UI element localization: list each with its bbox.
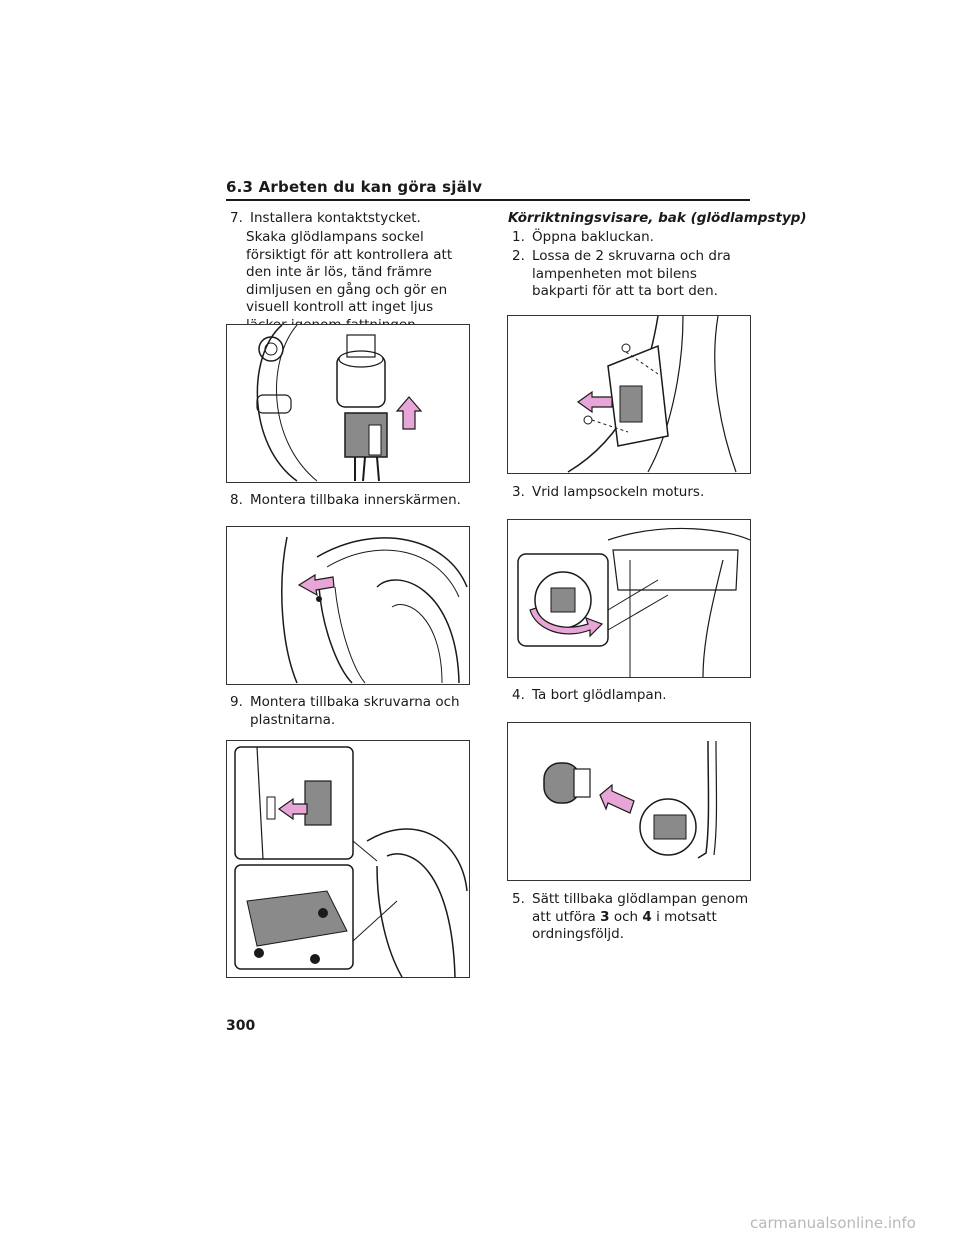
figure-fog-lamp-connector	[226, 324, 470, 483]
step-7-note: Skaka glödlampans sockel försiktigt för …	[246, 229, 453, 333]
step-text: Öppna bakluckan.	[532, 229, 654, 245]
step-number: 1.	[512, 229, 525, 245]
figure-rotate-socket	[507, 519, 751, 678]
section-title: 6.3 Arbeten du kan göra själv	[226, 178, 483, 196]
step-3: 3. Vrid lampsockeln moturs.	[512, 484, 752, 502]
step-number: 3.	[512, 484, 525, 500]
step-text: Sätt tillbaka glödlampan genom att utför…	[512, 891, 752, 944]
step-number: 8.	[230, 492, 243, 508]
step-text: Ta bort glödlampan.	[532, 687, 667, 703]
section-rule	[226, 199, 750, 201]
figure-lamp-unit-removal	[507, 315, 751, 474]
step-7: 7. Installera kontaktstycket.	[230, 210, 480, 228]
step-text: Montera tillbaka innerskärmen.	[250, 492, 461, 508]
step-2: 2. Lossa de 2 skruvarna och dra lampenhe…	[512, 248, 748, 301]
step-text: Installera kontaktstycket.	[250, 210, 421, 226]
step-9: 9. Montera tillbaka skruvarna och plastn…	[230, 694, 480, 729]
page-number: 300	[226, 1018, 256, 1034]
step-4: 4. Ta bort glödlampan.	[512, 687, 752, 705]
step-text: Vrid lampsockeln moturs.	[532, 484, 705, 500]
figure-screws-and-rivets	[226, 740, 470, 978]
step-1: 1. Öppna bakluckan.	[512, 229, 752, 247]
step-8: 8. Montera tillbaka innerskärmen.	[230, 492, 480, 510]
step-text: Montera tillbaka skruvarna och plastnita…	[250, 694, 460, 728]
step-number: 7.	[230, 210, 243, 226]
step-number: 2.	[512, 248, 525, 264]
step-text-part: och	[613, 908, 639, 925]
step-number: 4.	[512, 687, 525, 703]
step-reference: 3	[600, 908, 610, 925]
step-number: 5.	[512, 891, 525, 907]
step-text-part: i motsatt ordningsföljd.	[532, 908, 717, 943]
figure-inner-fender	[226, 526, 470, 685]
footer-watermark: carmanualsonline.info	[750, 1214, 916, 1232]
step-number: 9.	[230, 694, 243, 710]
step-text-part: Sätt tillbaka glödlampan genom att utför…	[532, 891, 749, 925]
step-5: 5. Sätt tillbaka glödlampan genom att ut…	[512, 891, 752, 944]
figure-remove-bulb	[507, 722, 751, 881]
subheading: Körriktningsvisare, bak (glödlampstyp)	[508, 210, 807, 226]
step-text: Lossa de 2 skruvarna och dra lampenheten…	[532, 248, 731, 299]
step-reference: 4	[642, 908, 652, 925]
